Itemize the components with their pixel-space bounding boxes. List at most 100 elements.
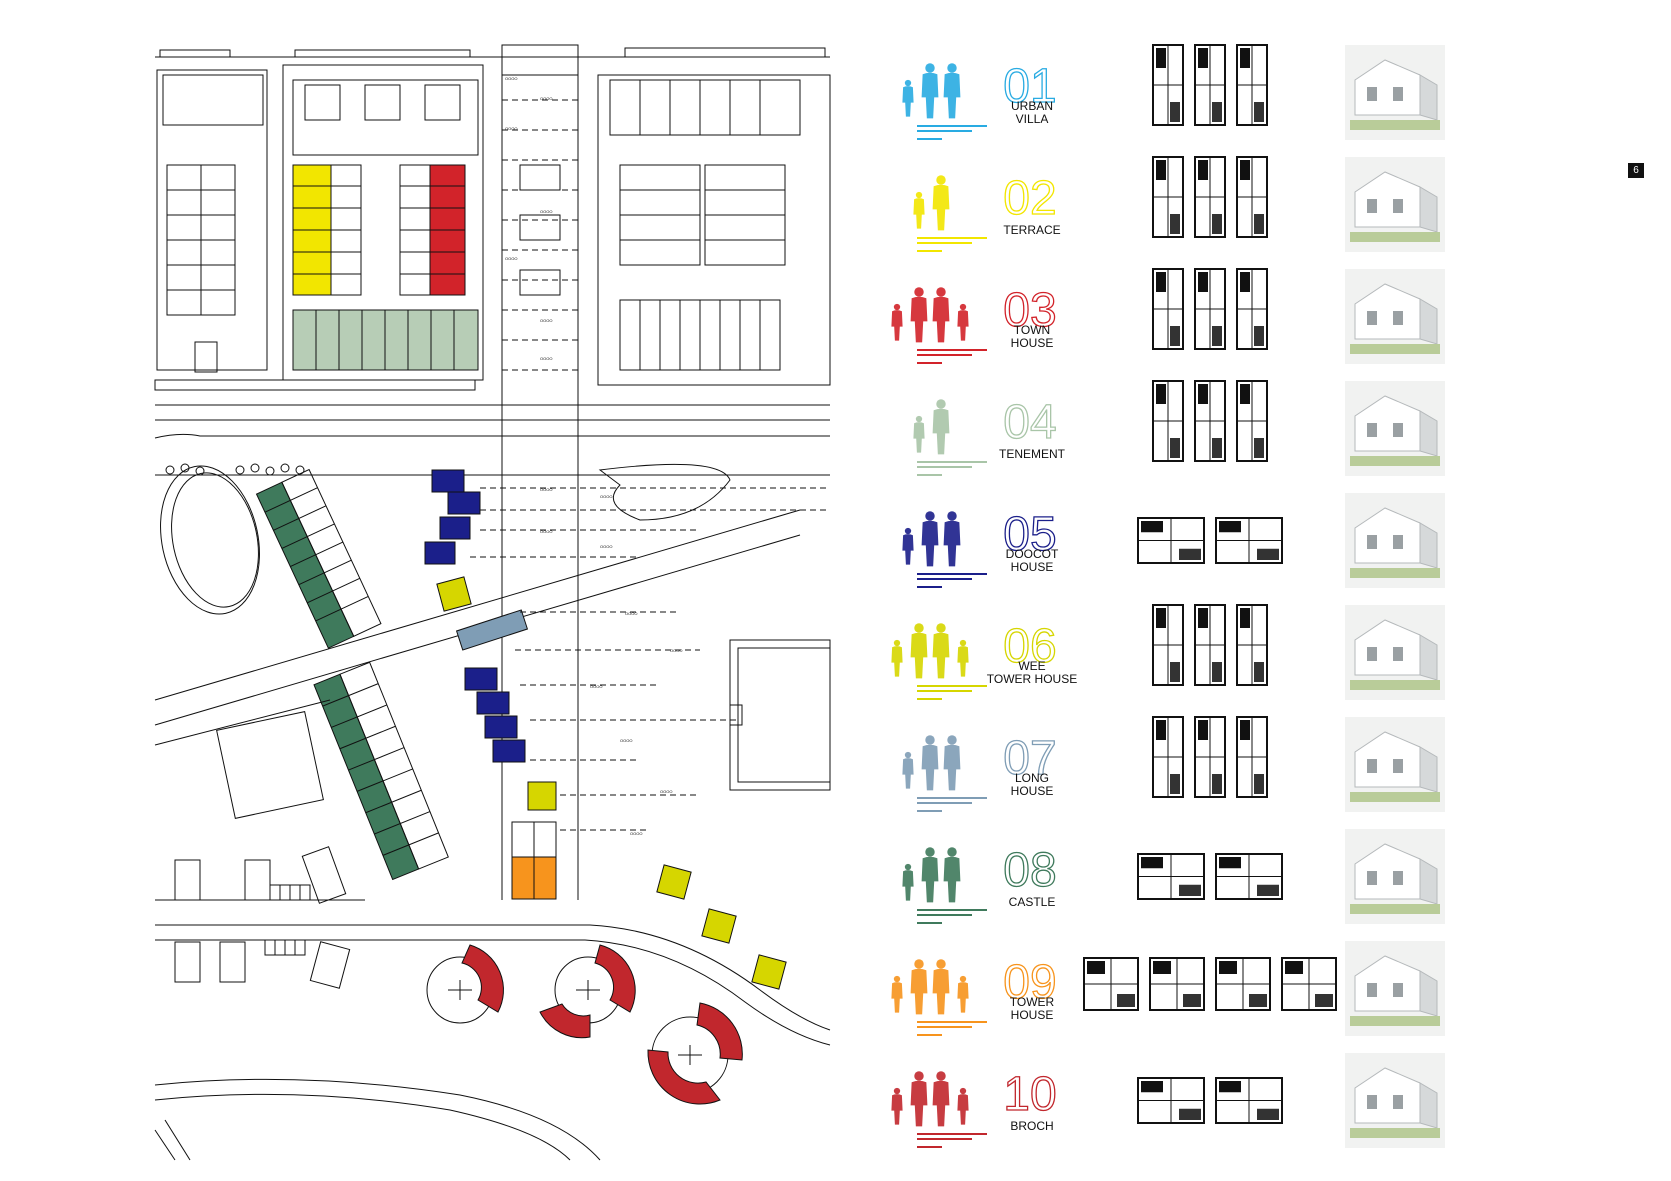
caption-line	[917, 237, 987, 239]
family-icon	[902, 63, 961, 119]
caption-line	[917, 130, 972, 132]
svg-text:OOOO: OOOO	[670, 648, 682, 653]
type-number: 06	[1003, 620, 1056, 673]
caption-line	[917, 461, 987, 463]
family-icon	[891, 959, 969, 1015]
site-plan: OOOO OOOO OOOO OOOO OOOO OOOO OOOO OOOO …	[154, 44, 831, 1161]
type-number: 10	[1003, 1068, 1056, 1121]
type-name: TENEMENT	[999, 447, 1066, 461]
type-name: BROCH	[1010, 1119, 1053, 1133]
type-number: 04	[1003, 396, 1056, 449]
family-icon	[891, 1071, 969, 1127]
caption-line	[917, 1138, 972, 1140]
type-number: 03	[1003, 284, 1056, 337]
caption-line	[917, 125, 987, 127]
caption-line	[917, 586, 942, 588]
floor-plans	[1152, 44, 1268, 126]
type-name: CASTLE	[1009, 895, 1056, 909]
house-render	[1345, 381, 1445, 476]
type-name: TOWER	[1010, 995, 1055, 1009]
type-number: 08	[1003, 844, 1056, 897]
floor-plans	[1152, 156, 1268, 238]
caption-line	[917, 242, 972, 244]
caption-line	[917, 1146, 942, 1148]
type-number: 09	[1003, 956, 1056, 1009]
house-render	[1345, 717, 1445, 812]
caption-line	[917, 1133, 987, 1135]
svg-text:OOOO: OOOO	[625, 611, 637, 616]
caption-line	[917, 349, 987, 351]
family-icon	[913, 399, 950, 455]
caption-line	[917, 362, 942, 364]
svg-text:OOOO: OOOO	[590, 684, 602, 689]
family-icon	[902, 735, 961, 791]
caption-line	[917, 138, 942, 140]
parking-groups: OOOO OOOO OOOO OOOO OOOO OOOO OOOO OOOO …	[505, 76, 682, 836]
caption-line	[917, 690, 972, 692]
floor-plans	[1137, 517, 1283, 564]
caption-line	[917, 914, 972, 916]
svg-text:OOOO: OOOO	[505, 76, 517, 81]
type-name: URBAN	[1011, 99, 1053, 113]
type-name: HOUSE	[1011, 336, 1054, 350]
svg-text:OOOO: OOOO	[540, 529, 552, 534]
caption-line	[917, 573, 987, 575]
castle-terraces	[255, 468, 382, 649]
caption-line	[917, 466, 972, 468]
svg-text:OOOO: OOOO	[505, 256, 517, 261]
house-render	[1345, 605, 1445, 700]
svg-text:OOOO: OOOO	[540, 487, 552, 492]
tenement-plots	[292, 309, 479, 371]
upper-left-plots	[162, 74, 264, 373]
caption-line	[917, 922, 942, 924]
type-number: 07	[1003, 732, 1056, 785]
floor-plans	[1137, 853, 1283, 900]
typology-list: 01URBANVILLA02TERRACE03TOWNHOUSE04TENEME…	[891, 44, 1445, 1148]
page-number-badge: 6	[1628, 163, 1644, 178]
terrace-plots	[292, 164, 362, 296]
caption-line	[917, 578, 972, 580]
type-name: DOOCOT	[1006, 547, 1059, 561]
caption-line	[917, 802, 972, 804]
type-name: VILLA	[1016, 112, 1049, 126]
floor-plans	[1152, 380, 1268, 462]
svg-text:OOOO: OOOO	[620, 738, 632, 743]
house-render	[1345, 829, 1445, 924]
family-icon	[913, 175, 950, 231]
floor-plans	[1152, 716, 1268, 798]
caption-line	[917, 354, 972, 356]
type-name: HOUSE	[1011, 1008, 1054, 1022]
caption-line	[917, 810, 942, 812]
floor-plans	[1083, 957, 1337, 1011]
type-name: WEE	[1018, 659, 1045, 673]
svg-text:OOOO: OOOO	[540, 96, 552, 101]
doocot-plots	[424, 469, 526, 763]
type-name: LONG	[1015, 771, 1049, 785]
caption-line	[917, 685, 987, 687]
svg-text:OOOO: OOOO	[600, 544, 612, 549]
caption-line	[917, 698, 942, 700]
house-render	[1345, 493, 1445, 588]
family-icon	[891, 287, 969, 343]
type-name: TOWN	[1014, 323, 1050, 337]
svg-text:OOOO: OOOO	[540, 209, 552, 214]
type-number: 05	[1003, 508, 1056, 561]
caption-line	[917, 1021, 987, 1023]
broch-plots	[426, 944, 743, 1105]
town-house-plots	[399, 164, 466, 296]
floor-plans	[1152, 268, 1268, 350]
type-number: 02	[1003, 172, 1056, 225]
house-render	[1345, 1053, 1445, 1148]
family-icon	[902, 847, 961, 903]
floor-plans	[1137, 1077, 1283, 1124]
svg-text:OOOO: OOOO	[505, 126, 517, 131]
